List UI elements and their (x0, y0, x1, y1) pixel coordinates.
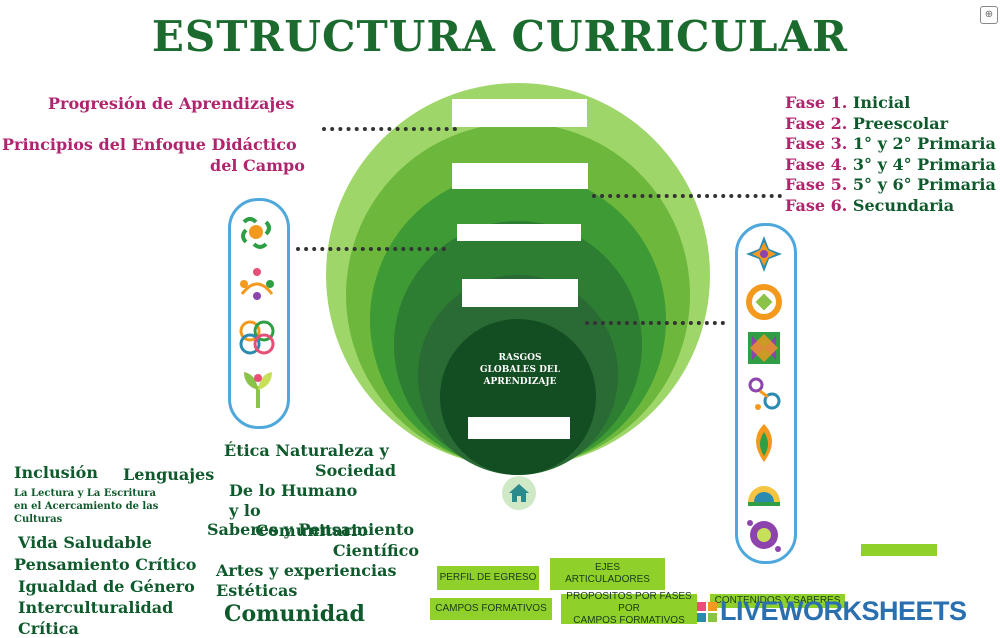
answer-box-4[interactable] (462, 279, 578, 307)
eje-pensamiento: Pensamiento Crítico (14, 555, 197, 574)
campo-saberes: Saberes y Pensamiento Científico (207, 520, 419, 560)
eje-interculturalidad: Interculturalidad (18, 598, 174, 617)
campo-icon-molecule (748, 377, 781, 410)
answer-box-3[interactable] (457, 224, 581, 241)
concentric-circles-diagram (326, 83, 710, 475)
eje-vida: Vida Saludable (18, 533, 152, 552)
fase-item: Fase 4. 3° y 4° Primaria (785, 154, 996, 174)
fase-item: Fase 1. Inicial (785, 93, 911, 112)
fase-item: Fase 2. Preescolar (785, 113, 949, 133)
fase-item: Fase 5. 5° y 6° Primaria (785, 175, 996, 194)
tag-campos-formativos[interactable]: CAMPOS FORMATIVOS (430, 598, 552, 620)
fases-list: Fase 1. Inicial Fase 2. Preescolar Fase … (785, 93, 996, 216)
campo-icon-fan (748, 486, 780, 506)
ejes-icon-circles (239, 320, 275, 355)
connector-progresion (322, 127, 457, 131)
home-icon (509, 484, 529, 502)
center-label: RASGOS GLOBALES DEL APRENDIZAJE (479, 353, 561, 387)
eje-lectura: La Lectura y La Escritura en el Acercami… (14, 488, 159, 525)
principios-label-1: Principios del Enfoque Didáctico (2, 135, 297, 154)
eje-igualdad: Igualdad de Género (18, 577, 195, 596)
home-button[interactable] (502, 476, 536, 510)
eje-critica: Crítica (18, 619, 79, 638)
tag-perfil-egreso[interactable]: PERFIL DE EGRESO (437, 566, 539, 590)
campo-icon-ring (746, 284, 782, 320)
liveworksheets-logo-mark (697, 601, 717, 622)
answer-box-1[interactable] (452, 99, 587, 127)
answer-box-5[interactable] (468, 417, 570, 439)
connector-fases (592, 194, 782, 198)
campo-icon-leaf (756, 424, 772, 462)
campo-comunidad: Comunidad (224, 601, 365, 627)
progresion-label: Progresión de Aprendizajes (48, 94, 295, 113)
campo-artes: Artes y experiencias Estéticas (216, 561, 397, 600)
connector-right (585, 321, 725, 325)
campo-icon-star (746, 236, 782, 272)
right-icon-pill (735, 223, 797, 564)
ejes-icon-swirl (241, 217, 271, 249)
connector-principios (296, 247, 446, 251)
answer-box-2[interactable] (452, 163, 588, 189)
page-title: ESTRUCTURA CURRICULAR (151, 12, 849, 61)
campo-icon-cross (748, 332, 780, 364)
liveworksheets-logo: LIVEWORKSHEETS (696, 596, 967, 627)
campo-humano: De lo Humano y lo Comunitario (229, 481, 368, 540)
zoom-icon[interactable]: ⊕ (980, 6, 998, 24)
tag-empty-slot[interactable] (861, 544, 937, 556)
campo-icon-splash (747, 520, 781, 552)
ejes-icon-plant (244, 372, 272, 408)
eje-inclusion: Inclusión (14, 463, 98, 482)
ejes-icon-people (240, 268, 274, 300)
campo-etica: Ética Naturaleza y Sociedad (224, 441, 396, 480)
fase-item: Fase 3. 1° y 2° Primaria (785, 134, 996, 153)
ring-center (440, 319, 596, 475)
tag-contenidos-saberes[interactable]: CONTENIDOS Y SABERES (710, 594, 845, 608)
fase-item: Fase 6. Secundaria (785, 195, 955, 215)
principios-label-2: del Campo (210, 156, 305, 175)
campo-lenguajes: Lenguajes (123, 465, 215, 484)
